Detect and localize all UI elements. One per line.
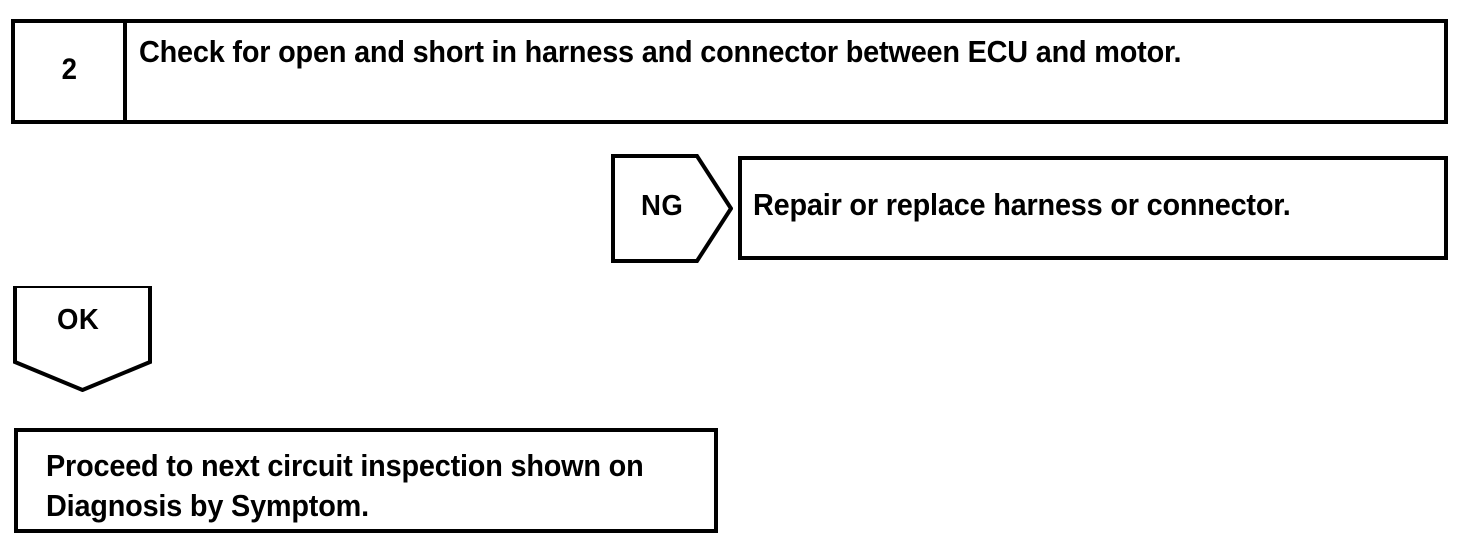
ok-result-line-1: Proceed to next circuit inspection shown… <box>46 448 644 483</box>
ng-branch-label: NG <box>641 190 684 222</box>
ok-branch-label: OK <box>57 304 100 336</box>
step-instruction-cell: Check for open and short in harness and … <box>127 23 1444 120</box>
ng-arrow-shape <box>611 154 733 263</box>
ng-result-text: Repair or replace harness or connector. <box>753 187 1291 222</box>
ok-arrow-shape <box>13 286 152 392</box>
step-number-cell: 2 <box>15 23 127 120</box>
ng-result-box: Repair or replace harness or connector. <box>738 156 1448 260</box>
ok-result-line-2: Diagnosis by Symptom. <box>46 488 369 523</box>
step-number: 2 <box>61 52 77 86</box>
ok-result-box: Proceed to next circuit inspection shown… <box>14 428 718 533</box>
step-2-row: 2 Check for open and short in harness an… <box>11 19 1448 124</box>
step-instruction-text: Check for open and short in harness and … <box>139 34 1182 69</box>
ok-result-text: Proceed to next circuit inspection shown… <box>46 446 644 526</box>
